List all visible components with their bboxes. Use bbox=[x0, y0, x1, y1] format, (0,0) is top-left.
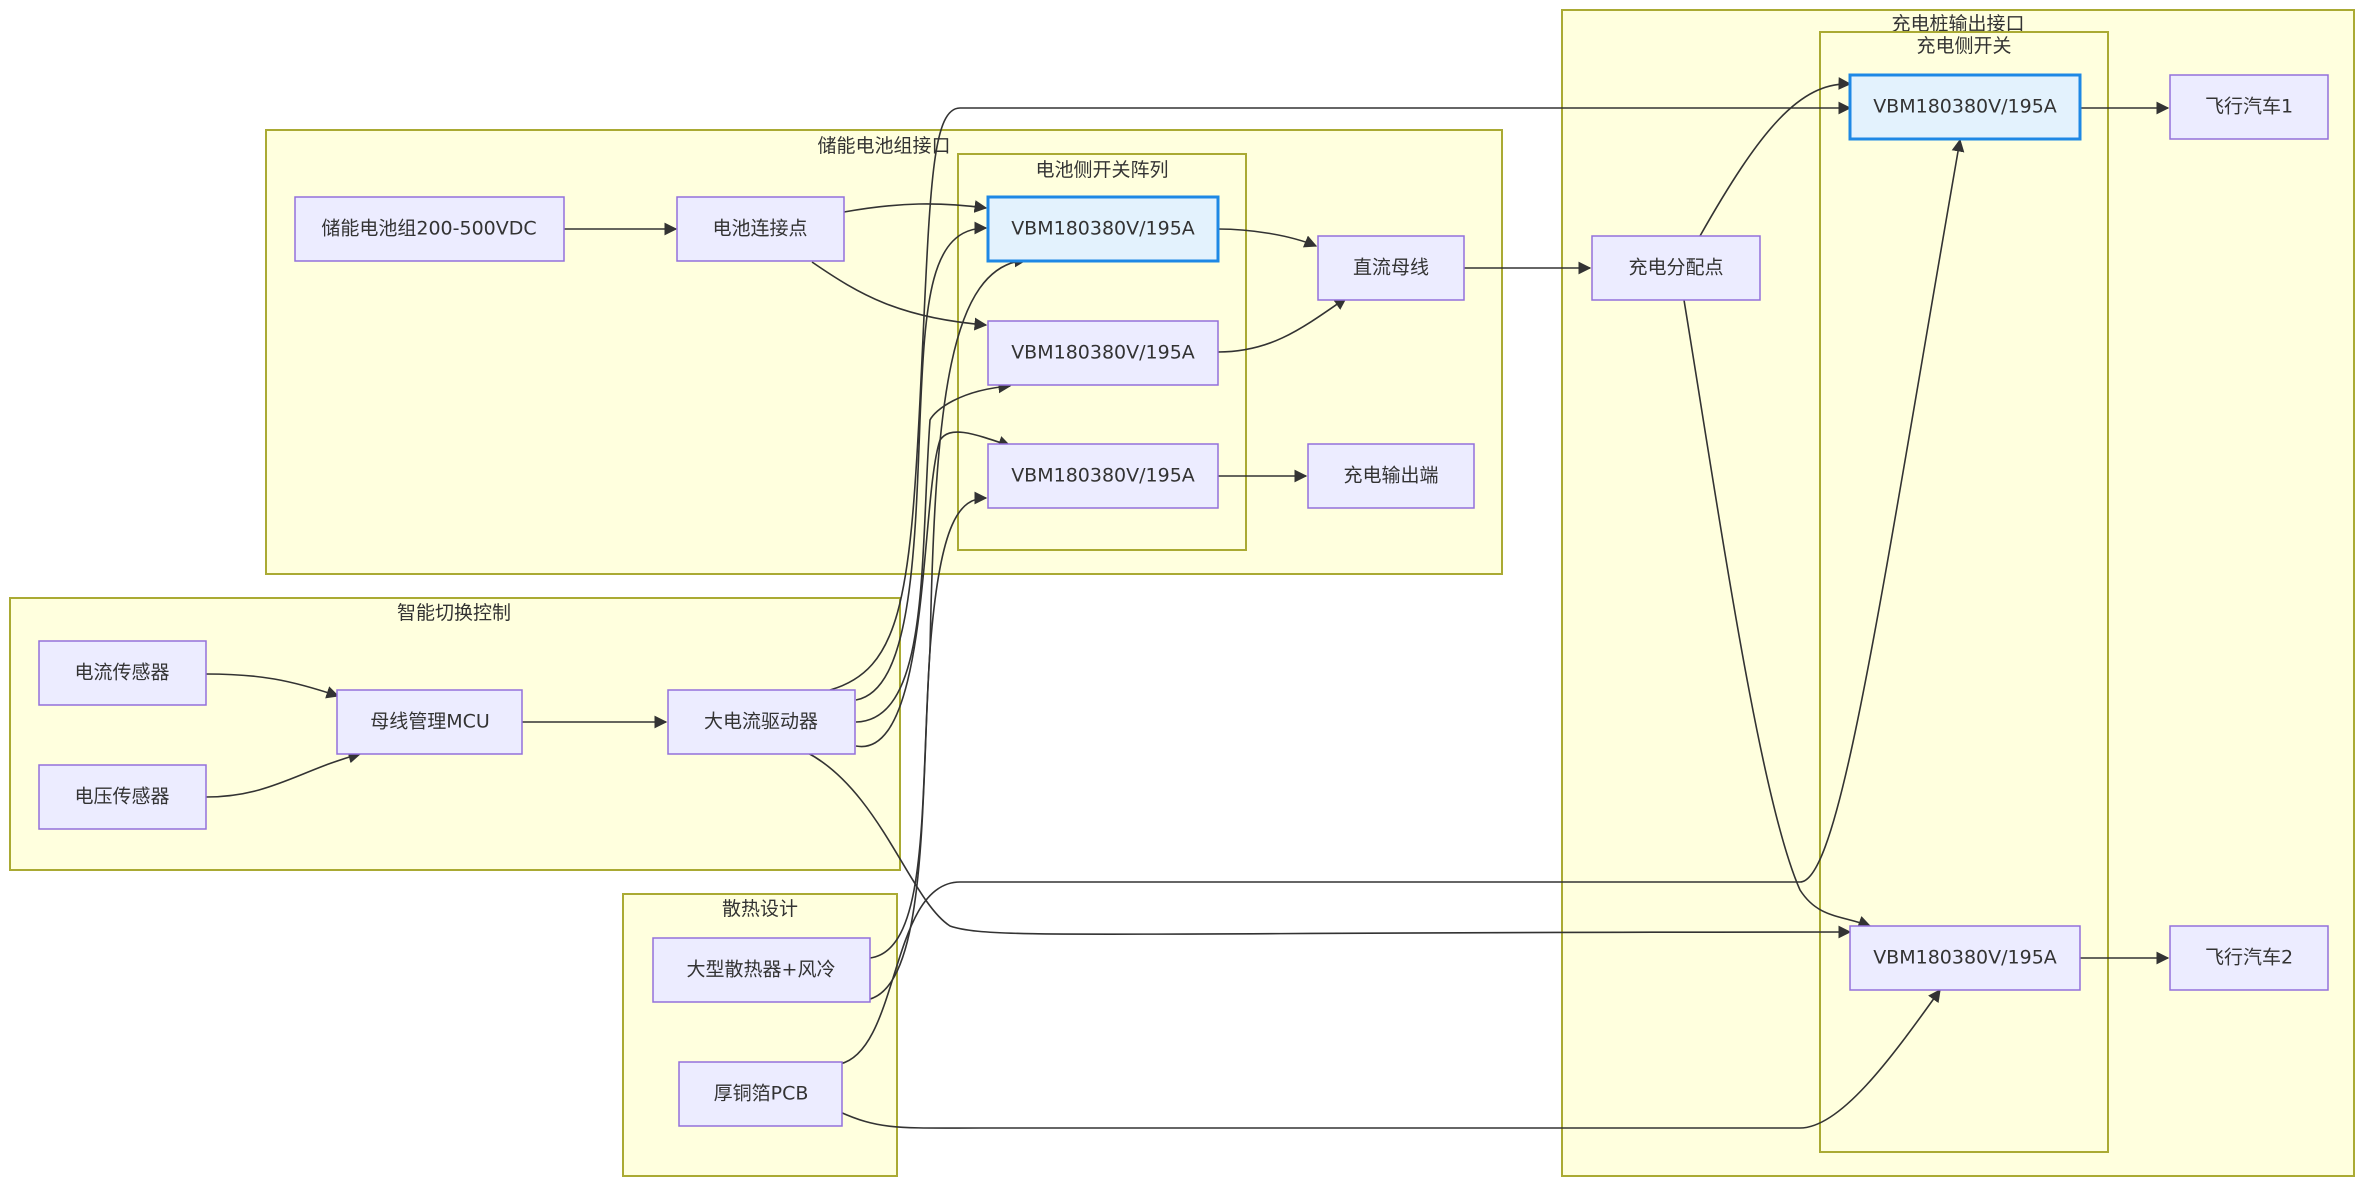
edge-current-sensor-to-mcu bbox=[205, 673, 340, 699]
svg-text:VBM180380V/195A: VBM180380V/195A bbox=[1873, 96, 2057, 118]
edges bbox=[205, 77, 2170, 1129]
edge-voltage-sensor-to-mcu bbox=[205, 750, 362, 798]
svg-text:电流传感器: 电流传感器 bbox=[74, 662, 169, 684]
edge-distribution-to-q5 bbox=[1683, 299, 1872, 929]
node-mosfet-q3[interactable]: VBM180380V/195A bbox=[987, 443, 1219, 509]
node-battery-pack[interactable]: 储能电池组200-500VDC bbox=[294, 196, 565, 262]
svg-text:VBM180380V/195A: VBM180380V/195A bbox=[1011, 342, 1195, 364]
svg-text:大型散热器+风冷: 大型散热器+风冷 bbox=[687, 959, 836, 981]
node-flying-car-1[interactable]: 飞行汽车1 bbox=[2169, 74, 2329, 140]
svg-text:电压传感器: 电压传感器 bbox=[74, 786, 169, 808]
svg-text:储能电池组200-500VDC: 储能电池组200-500VDC bbox=[321, 218, 536, 240]
svg-text:母线管理MCU: 母线管理MCU bbox=[370, 711, 490, 733]
svg-text:VBM180380V/195A: VBM180380V/195A bbox=[1011, 465, 1195, 487]
node-mosfet-q5[interactable]: VBM180380V/195A bbox=[1849, 925, 2081, 991]
svg-text:飞行汽车1: 飞行汽车1 bbox=[2205, 96, 2293, 118]
edge-connection-to-q1 bbox=[843, 200, 988, 213]
node-bus-mcu[interactable]: 母线管理MCU bbox=[336, 689, 523, 755]
edge-heatsink-to-q3 bbox=[855, 491, 988, 1001]
svg-text:直流母线: 直流母线 bbox=[1353, 257, 1429, 279]
node-mosfet-q1[interactable]: VBM180380V/195A bbox=[986, 195, 1220, 263]
edge-connection-to-q2 bbox=[811, 261, 988, 331]
cluster-label-thermal-design: 散热设计 bbox=[722, 898, 798, 920]
edge-pcb-to-q5 bbox=[839, 988, 1941, 1129]
cluster-label-smart-control: 智能切换控制 bbox=[397, 602, 511, 624]
node-current-sensor[interactable]: 电流传感器 bbox=[38, 640, 207, 706]
edge-driver-to-q2 bbox=[855, 380, 1012, 723]
svg-text:飞行汽车2: 飞行汽车2 bbox=[2205, 947, 2293, 969]
node-charge-distribution[interactable]: 充电分配点 bbox=[1591, 235, 1761, 301]
edge-driver-to-q5 bbox=[805, 751, 1852, 939]
svg-text:厚铜箔PCB: 厚铜箔PCB bbox=[714, 1083, 809, 1105]
svg-text:大电流驱动器: 大电流驱动器 bbox=[704, 711, 818, 733]
svg-text:VBM180380V/195A: VBM180380V/195A bbox=[1011, 218, 1195, 240]
edge-driver-to-q1 bbox=[855, 221, 988, 701]
svg-text:充电分配点: 充电分配点 bbox=[1628, 257, 1723, 279]
node-pcb[interactable]: 厚铜箔PCB bbox=[678, 1061, 843, 1127]
edge-q1-to-bus bbox=[1217, 228, 1318, 248]
cluster-label-charging-switch: 充电侧开关 bbox=[1916, 35, 2011, 57]
node-mosfet-q2[interactable]: VBM180380V/195A bbox=[987, 320, 1219, 386]
node-heatsink[interactable]: 大型散热器+风冷 bbox=[652, 937, 871, 1003]
node-mosfet-q4[interactable]: VBM180380V/195A bbox=[1848, 73, 2082, 141]
svg-text:VBM180380V/195A: VBM180380V/195A bbox=[1873, 947, 2057, 969]
edge-driver-to-q3 bbox=[855, 431, 1012, 747]
cluster-label-battery-interface: 储能电池组接口 bbox=[817, 135, 950, 157]
cluster-thermal-design: 散热设计 bbox=[622, 893, 898, 1177]
edge-distribution-to-q4 bbox=[1699, 77, 1852, 237]
node-driver[interactable]: 大电流驱动器 bbox=[667, 689, 856, 755]
svg-text:电池连接点: 电池连接点 bbox=[712, 218, 807, 240]
node-dc-bus[interactable]: 直流母线 bbox=[1317, 235, 1465, 301]
node-flying-car-2[interactable]: 飞行汽车2 bbox=[2169, 925, 2329, 991]
edge-driver-to-q4 bbox=[829, 101, 1852, 691]
cluster-label-charging-output: 充电桩输出接口 bbox=[1891, 13, 2024, 35]
node-charge-output[interactable]: 充电输出端 bbox=[1307, 443, 1475, 509]
node-voltage-sensor[interactable]: 电压传感器 bbox=[38, 764, 207, 830]
node-battery-connection[interactable]: 电池连接点 bbox=[676, 196, 845, 262]
svg-text:充电输出端: 充电输出端 bbox=[1343, 465, 1438, 487]
edge-pcb-to-q4 bbox=[839, 138, 1965, 1065]
cluster-label-battery-switch-array: 电池侧开关阵列 bbox=[1035, 159, 1168, 181]
edge-q2-to-bus bbox=[1217, 297, 1348, 353]
